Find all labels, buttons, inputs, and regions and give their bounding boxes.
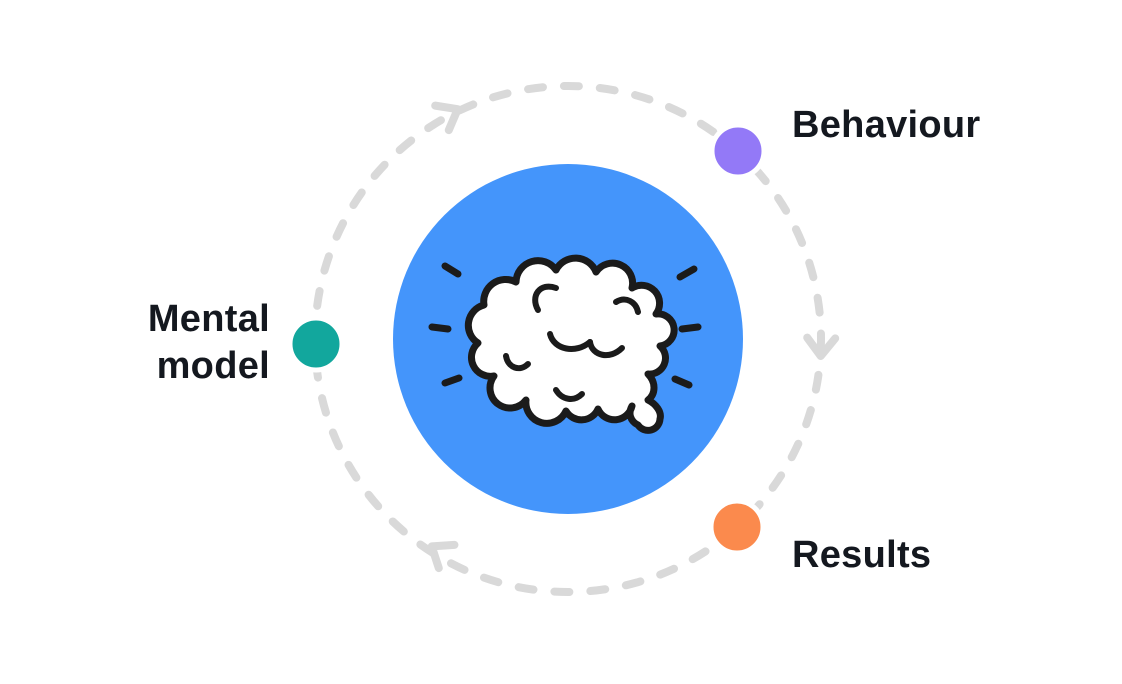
brain-ray-left — [428, 323, 452, 333]
brain-ray-right — [678, 323, 702, 333]
cycle-arrow-bottom-left-icon — [427, 540, 459, 573]
results-label: Results — [792, 534, 932, 576]
cycle-arrow-right-icon — [803, 333, 840, 360]
brain-outline — [464, 254, 678, 434]
results-node-dot — [708, 498, 766, 556]
brain-ray-lower-right — [671, 375, 693, 389]
brain-ray-lower-left — [441, 374, 463, 387]
behaviour-node-dot — [709, 122, 767, 180]
brain-fold — [553, 387, 585, 402]
brain-ray-upper-left — [441, 262, 462, 278]
brain-icon — [428, 254, 702, 434]
mental-model-node-dot — [287, 315, 345, 373]
brain-fold — [503, 353, 531, 372]
brain-fold — [532, 283, 559, 313]
brain-fold — [547, 331, 593, 352]
brain-fold — [587, 339, 625, 359]
cycle-arrow-top-icon — [431, 101, 462, 135]
brain-ray-upper-right — [676, 265, 698, 281]
mental-model-label: Mental model — [147, 298, 270, 387]
brain-fold — [613, 296, 641, 315]
behaviour-label: Behaviour — [792, 104, 981, 146]
